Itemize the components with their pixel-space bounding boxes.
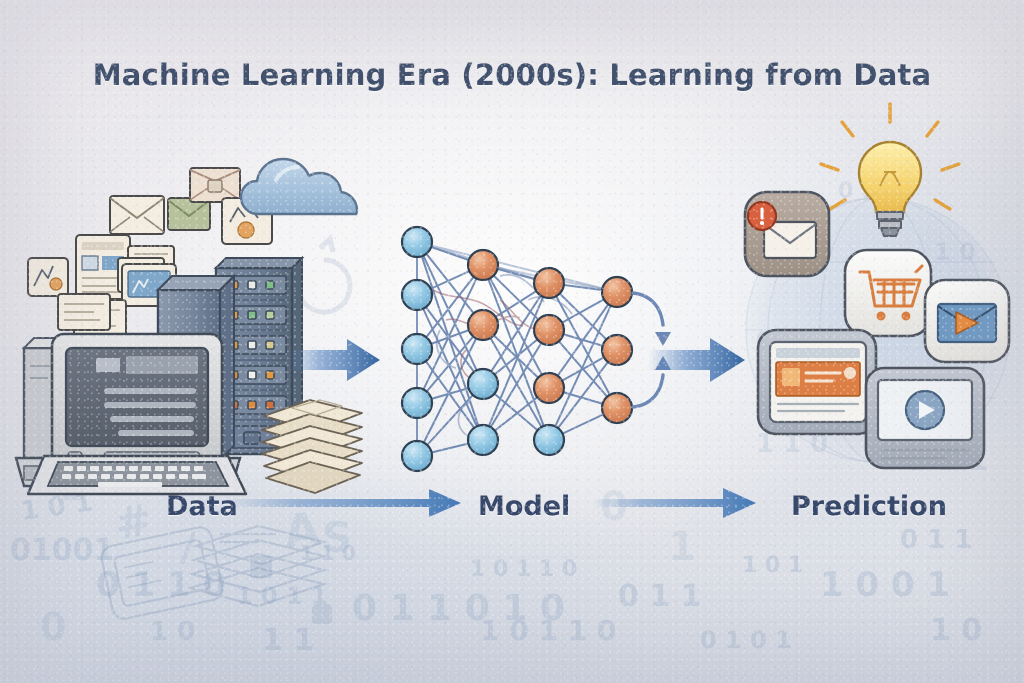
svg-text:1 1: 1 1	[262, 623, 314, 658]
output-arrows	[631, 291, 665, 409]
node-hidden1-2	[466, 308, 500, 342]
stage-label-data: Data	[166, 491, 238, 522]
svg-text:1 0 1 1: 1 0 1 1	[236, 582, 328, 610]
svg-text:0 1 1 0: 0 1 1 0	[96, 565, 226, 605]
node-output-2	[600, 333, 634, 367]
svg-text:1 0 1 1 0: 1 0 1 1 0	[470, 557, 577, 582]
svg-text:1: 1	[668, 524, 696, 570]
svg-text:1 0 1: 1 0 1	[742, 553, 803, 578]
svg-text:0 1 1: 0 1 1	[900, 525, 972, 555]
arrow-data-to-model-bottom	[228, 489, 461, 517]
node-hidden2-4	[532, 423, 566, 457]
shopping-cart-icon	[843, 248, 933, 338]
cloud-icon	[239, 157, 359, 216]
node-input-3	[400, 332, 434, 366]
node-input-4	[400, 386, 434, 420]
node-hidden2-1	[532, 266, 566, 300]
keyboard	[26, 454, 248, 496]
envelope-icon	[189, 167, 241, 203]
photo-icon	[27, 257, 69, 297]
svg-text:#: #	[111, 494, 156, 551]
page-title: Machine Learning Era (2000s): Learning f…	[92, 58, 932, 92]
paper-stack	[261, 399, 363, 494]
node-input-5	[400, 439, 434, 473]
lightbulb-icon	[819, 102, 961, 237]
svg-text:1 0 1 1 0: 1 0 1 1 0	[480, 614, 616, 647]
node-hidden1-3	[466, 367, 500, 401]
svg-text:1 1 0: 1 1 0	[300, 541, 356, 565]
svg-text:/: /	[179, 524, 197, 571]
video-player-icon	[864, 366, 986, 470]
svg-text:0 1 1 0 1 0: 0 1 1 0 1 0	[352, 588, 565, 629]
network-nodes	[400, 225, 634, 473]
node-hidden1-1	[466, 248, 500, 282]
svg-text:A: A	[282, 501, 323, 558]
svg-text:0: 0	[40, 605, 66, 649]
svg-text:01001: 01001	[10, 533, 114, 568]
svg-text:1 0: 1 0	[934, 238, 976, 266]
arrow-data-to-model-top	[288, 339, 380, 381]
envelope-icon	[109, 195, 165, 235]
arrow-model-to-prediction-bottom	[592, 488, 756, 518]
bulb-rays	[819, 102, 961, 211]
node-hidden1-4	[466, 423, 500, 457]
node-hidden2-2	[532, 313, 566, 347]
svg-text:0 1 1: 0 1 1	[618, 579, 702, 614]
node-input-1	[400, 225, 434, 259]
video-mail-icon	[923, 278, 1011, 364]
stage-label-model: Model	[478, 491, 571, 522]
svg-text:1 0 0 1: 1 0 0 1	[820, 565, 950, 605]
floating-icons	[27, 167, 273, 337]
node-hidden2-3	[532, 371, 566, 405]
svg-text:S: S	[322, 513, 352, 562]
spam-alert-icon	[743, 190, 831, 278]
svg-text:1 0: 1 0	[930, 613, 982, 648]
stage-label-prediction: Prediction	[791, 491, 947, 522]
svg-text:0 1 0 1: 0 1 0 1	[700, 626, 792, 654]
svg-text:1 0: 1 0	[150, 617, 195, 647]
document-icon	[57, 293, 111, 331]
node-input-2	[400, 278, 434, 312]
arrow-model-to-prediction-top	[648, 338, 745, 382]
